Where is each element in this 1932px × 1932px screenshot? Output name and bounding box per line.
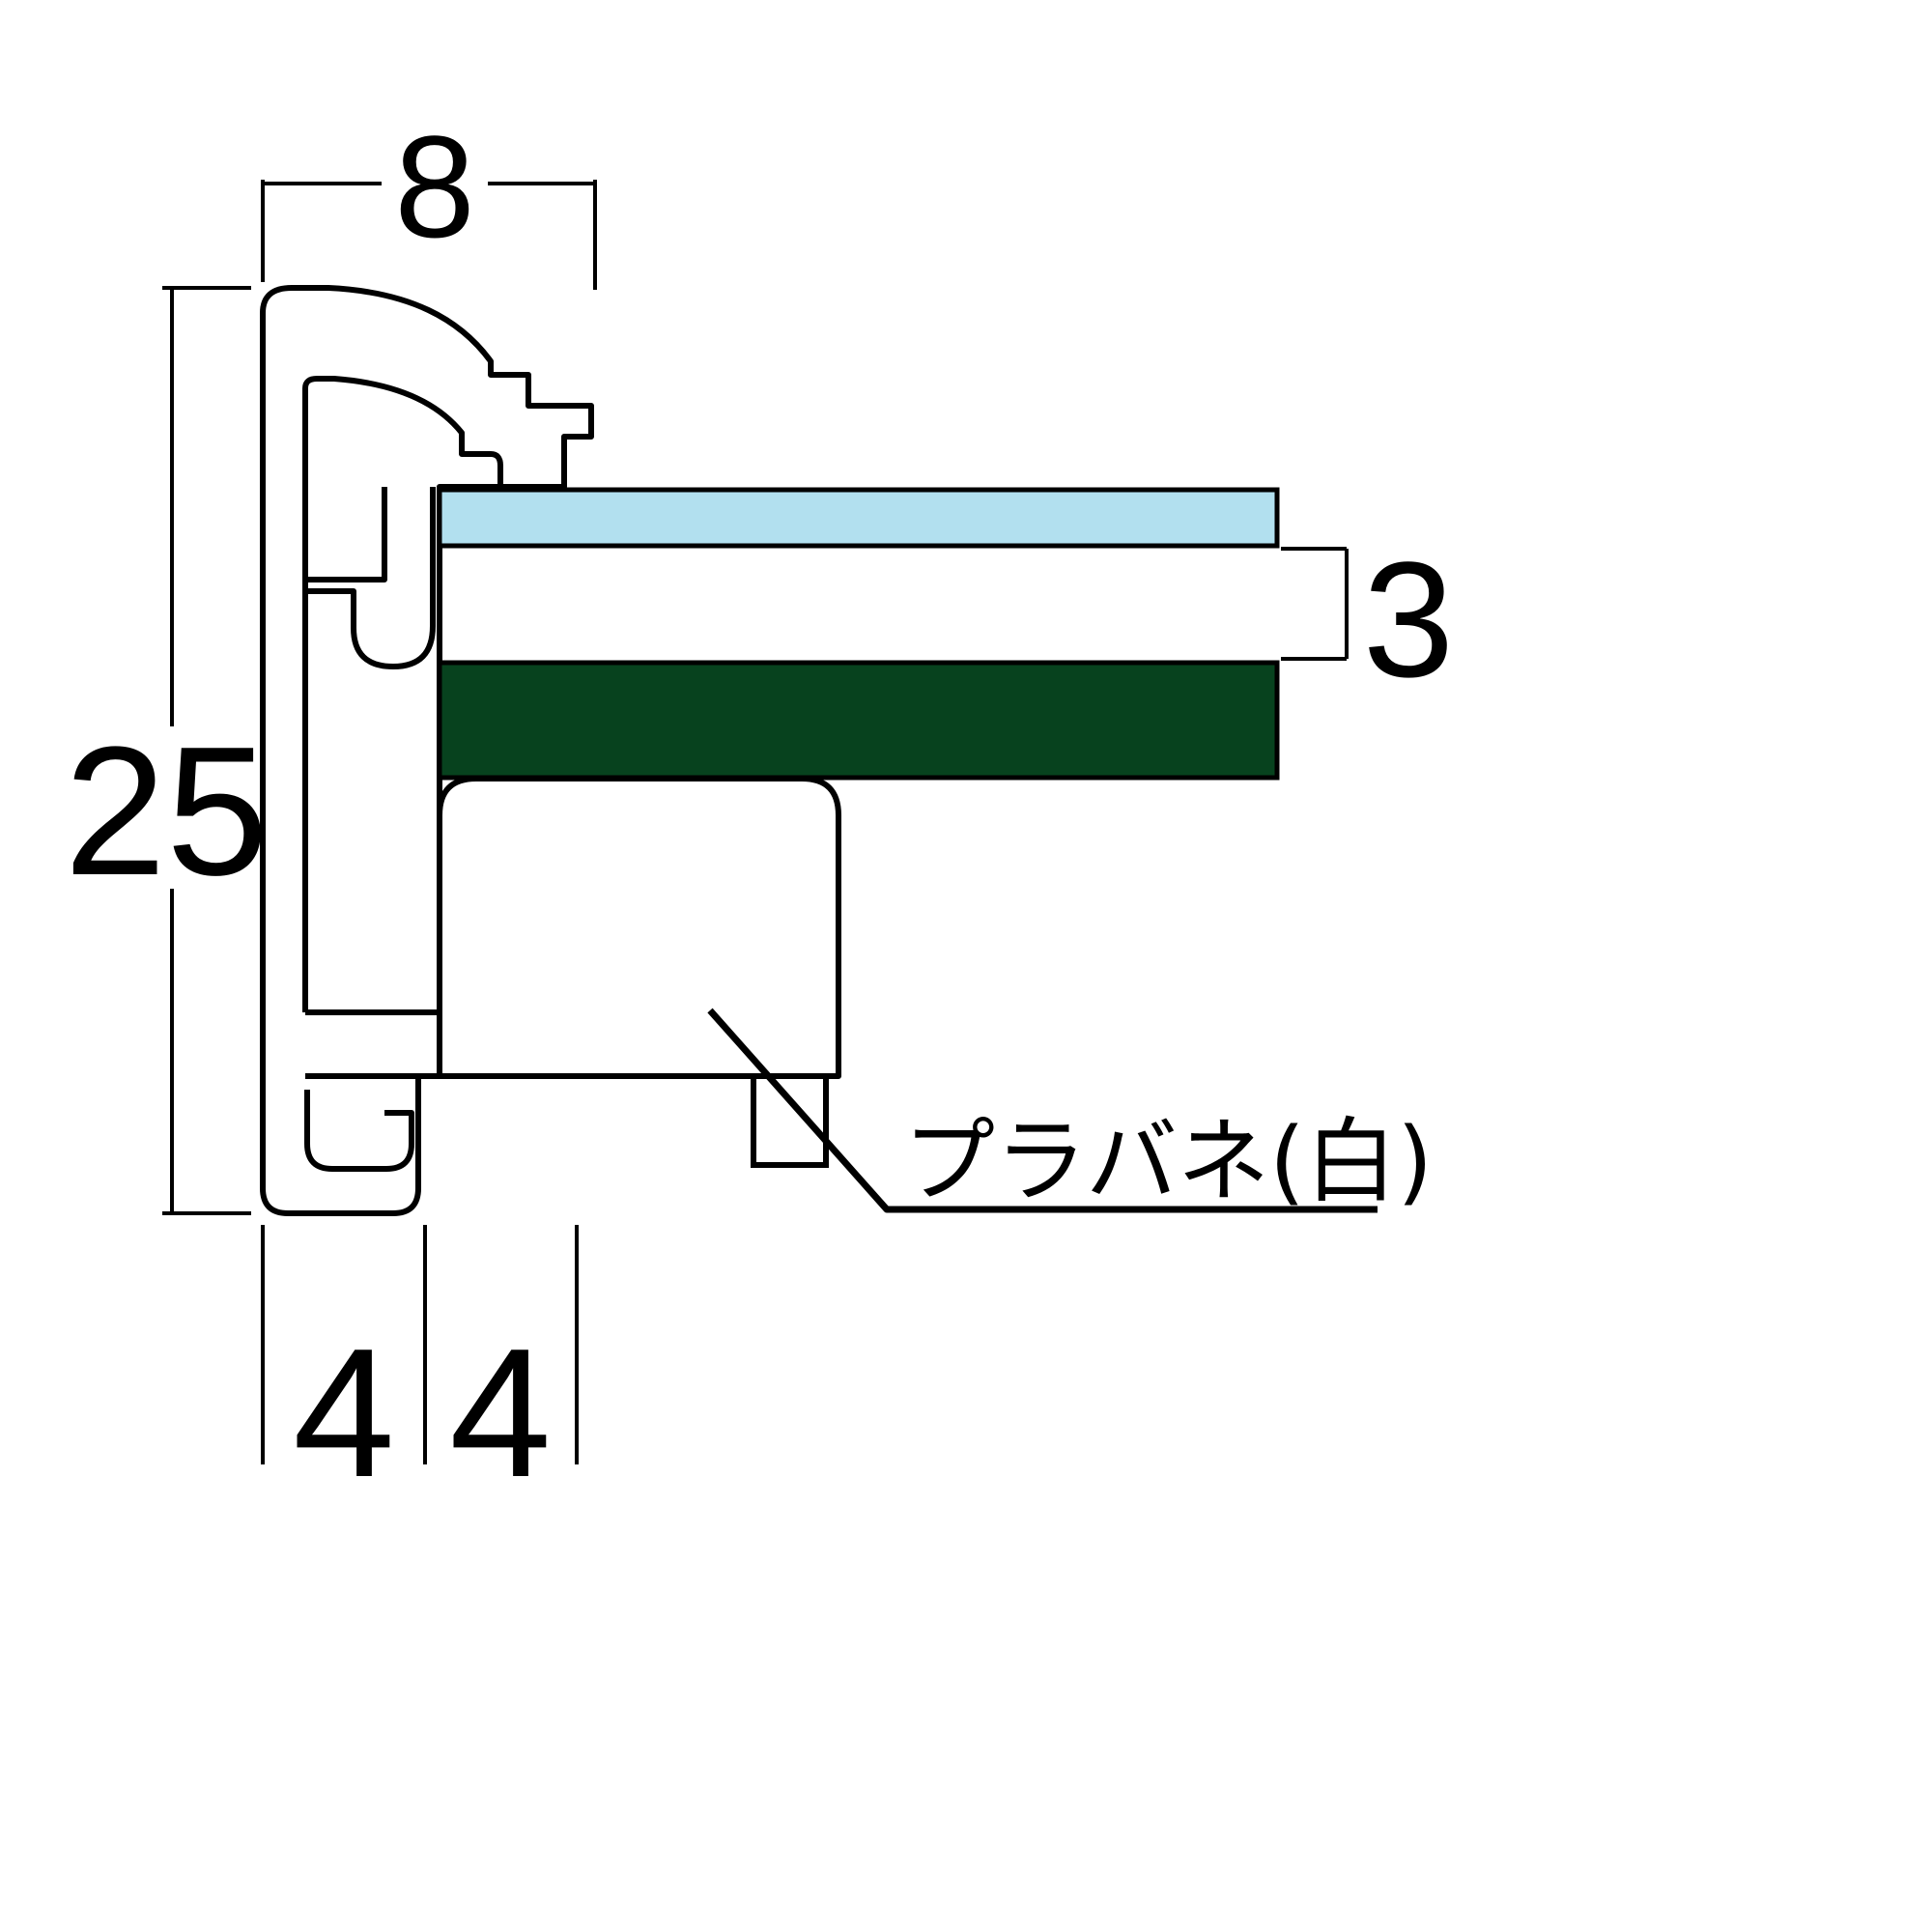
dim-bottom <box>261 1225 579 1464</box>
dim-4-right-label: 4 <box>449 1311 552 1516</box>
dim-top-width <box>261 180 597 290</box>
glass-pane <box>437 487 1280 549</box>
dim-gap <box>1281 547 1349 661</box>
dim-3-label: 3 <box>1363 528 1455 712</box>
dim-4-left-label: 4 <box>293 1311 395 1516</box>
frame-bottom-spring-channel <box>304 1090 414 1172</box>
plastic-spring-foot <box>751 1073 829 1168</box>
dim-8-label: 8 <box>394 105 474 268</box>
backboard <box>437 660 1280 781</box>
dim-25-label: 25 <box>64 709 268 914</box>
dim-total-height <box>162 286 251 1215</box>
frame-glass-hook <box>305 487 436 669</box>
frame-inner-top-wall <box>302 376 503 1012</box>
frame-profile-outline <box>260 285 594 1216</box>
leader-line <box>707 1008 1378 1213</box>
plastic-spring-body <box>437 776 841 1079</box>
plastic-spring-label: プラバネ(白) <box>903 1109 1433 1215</box>
frame-glass-hook-inner <box>305 487 387 582</box>
